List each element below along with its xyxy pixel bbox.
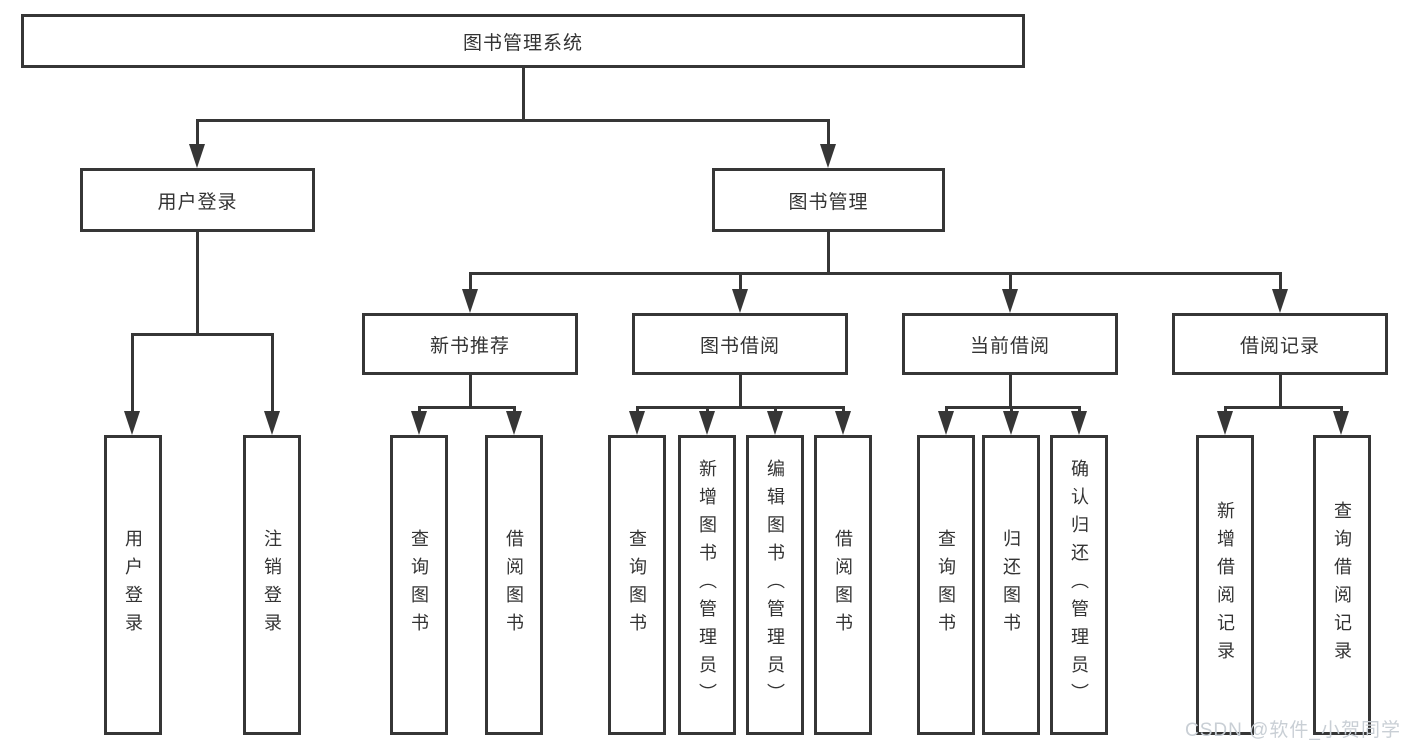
connector-borrowing-stem bbox=[739, 375, 742, 406]
connector-to-leaf-login bbox=[131, 333, 134, 411]
leaf-logout: 注销登录 bbox=[243, 435, 301, 735]
node-root-system: 图书管理系统 bbox=[21, 14, 1025, 68]
leaf-borrowing-borrow-label: 借阅图书 bbox=[833, 529, 853, 641]
node-current-borrowing: 当前借阅 bbox=[902, 313, 1118, 375]
arrowhead-icon bbox=[506, 411, 522, 435]
leaf-logout-label: 注销登录 bbox=[262, 529, 282, 641]
node-new-books-label: 新书推荐 bbox=[429, 335, 510, 357]
leaf-records-add-label: 新增借阅记录 bbox=[1215, 501, 1235, 669]
leaf-newbooks-borrow: 借阅图书 bbox=[485, 435, 543, 735]
leaf-records-query-label: 查询借阅记录 bbox=[1332, 501, 1352, 669]
connector-to-records bbox=[1279, 272, 1282, 289]
arrowhead-user-login-icon bbox=[189, 144, 205, 168]
connector-stub bbox=[842, 406, 845, 414]
leaf-current-return: 归还图书 bbox=[982, 435, 1040, 735]
leaf-current-confirm-admin: 确认归还（管理员） bbox=[1050, 435, 1108, 735]
arrowhead-new-books-icon bbox=[462, 289, 478, 313]
node-borrow-records-label: 借阅记录 bbox=[1239, 335, 1320, 357]
connector-stub bbox=[513, 406, 516, 414]
connector-book-mgmt-bar bbox=[469, 272, 1282, 275]
arrowhead-icon bbox=[629, 411, 645, 435]
arrowhead-icon bbox=[835, 411, 851, 435]
arrowhead-current-icon bbox=[1002, 289, 1018, 313]
arrowhead-icon bbox=[1071, 411, 1087, 435]
arrowhead-records-icon bbox=[1272, 289, 1288, 313]
connector-root-bar bbox=[196, 119, 830, 122]
leaf-borrowing-edit-admin-label: 编辑图书（管理员） bbox=[765, 459, 785, 711]
connector-stub bbox=[774, 406, 777, 414]
connector-stub bbox=[1010, 406, 1013, 414]
arrowhead-book-mgmt-icon bbox=[820, 144, 836, 168]
connector-to-user-login bbox=[196, 119, 199, 146]
node-book-mgmt-group: 图书管理 bbox=[712, 168, 945, 232]
connector-stub bbox=[1340, 406, 1343, 414]
connector-stub bbox=[706, 406, 709, 414]
node-new-books: 新书推荐 bbox=[362, 313, 578, 375]
connector-records-bar bbox=[1224, 406, 1343, 409]
leaf-user-login: 用户登录 bbox=[104, 435, 162, 735]
connector-to-leaf-logout bbox=[271, 333, 274, 411]
connector-root-stem bbox=[522, 68, 525, 119]
connector-stub bbox=[636, 406, 639, 414]
leaf-borrowing-borrow: 借阅图书 bbox=[814, 435, 872, 735]
connector-current-bar bbox=[945, 406, 1081, 409]
leaf-records-add: 新增借阅记录 bbox=[1196, 435, 1254, 735]
arrowhead-borrowing-icon bbox=[732, 289, 748, 313]
node-user-login-group-label: 用户登录 bbox=[157, 191, 238, 213]
connector-to-new-books bbox=[469, 272, 472, 289]
connector-stub bbox=[1224, 406, 1227, 414]
leaf-newbooks-query: 查询图书 bbox=[390, 435, 448, 735]
leaf-borrowing-add-admin-label: 新增图书（管理员） bbox=[697, 459, 717, 711]
arrowhead-icon bbox=[411, 411, 427, 435]
node-book-borrowing-label: 图书借阅 bbox=[699, 335, 780, 357]
connector-new-books-stem bbox=[469, 375, 472, 406]
arrowhead-icon bbox=[938, 411, 954, 435]
leaf-newbooks-borrow-label: 借阅图书 bbox=[504, 529, 524, 641]
connector-records-stem bbox=[1279, 375, 1282, 406]
node-current-borrowing-label: 当前借阅 bbox=[969, 335, 1050, 357]
arrowhead-icon bbox=[767, 411, 783, 435]
leaf-current-query: 查询图书 bbox=[917, 435, 975, 735]
arrowhead-icon bbox=[1003, 411, 1019, 435]
node-borrow-records: 借阅记录 bbox=[1172, 313, 1388, 375]
leaf-borrowing-query: 查询图书 bbox=[608, 435, 666, 735]
connector-stub bbox=[418, 406, 421, 414]
connector-user-login-stem bbox=[196, 232, 199, 333]
arrowhead-icon bbox=[699, 411, 715, 435]
node-book-mgmt-group-label: 图书管理 bbox=[788, 191, 869, 213]
connector-to-borrowing bbox=[739, 272, 742, 289]
connector-stub bbox=[1078, 406, 1081, 414]
leaf-borrowing-query-label: 查询图书 bbox=[627, 529, 647, 641]
connector-borrowing-bar bbox=[636, 406, 845, 409]
arrowhead-leaf-logout-icon bbox=[264, 411, 280, 435]
leaf-borrowing-add-admin: 新增图书（管理员） bbox=[678, 435, 736, 735]
leaf-current-return-label: 归还图书 bbox=[1001, 529, 1021, 641]
arrowhead-leaf-login-icon bbox=[124, 411, 140, 435]
connector-to-current bbox=[1009, 272, 1012, 289]
leaf-borrowing-edit-admin: 编辑图书（管理员） bbox=[746, 435, 804, 735]
connector-book-mgmt-stem bbox=[827, 232, 830, 272]
connector-to-book-mgmt bbox=[827, 119, 830, 146]
node-user-login-group: 用户登录 bbox=[80, 168, 315, 232]
arrowhead-icon bbox=[1333, 411, 1349, 435]
leaf-current-confirm-admin-label: 确认归还（管理员） bbox=[1069, 459, 1089, 711]
node-book-borrowing: 图书借阅 bbox=[632, 313, 848, 375]
connector-current-stem bbox=[1009, 375, 1012, 406]
leaf-records-query: 查询借阅记录 bbox=[1313, 435, 1371, 735]
leaf-user-login-label: 用户登录 bbox=[123, 529, 143, 641]
csdn-watermark: CSDN @软件_小贺同学 bbox=[1185, 720, 1401, 741]
connector-new-books-bar bbox=[418, 406, 516, 409]
node-root-label: 图书管理系统 bbox=[462, 32, 583, 54]
arrowhead-icon bbox=[1217, 411, 1233, 435]
leaf-current-query-label: 查询图书 bbox=[936, 529, 956, 641]
leaf-newbooks-query-label: 查询图书 bbox=[409, 529, 429, 641]
connector-user-login-bar bbox=[131, 333, 274, 336]
connector-stub bbox=[945, 406, 948, 414]
